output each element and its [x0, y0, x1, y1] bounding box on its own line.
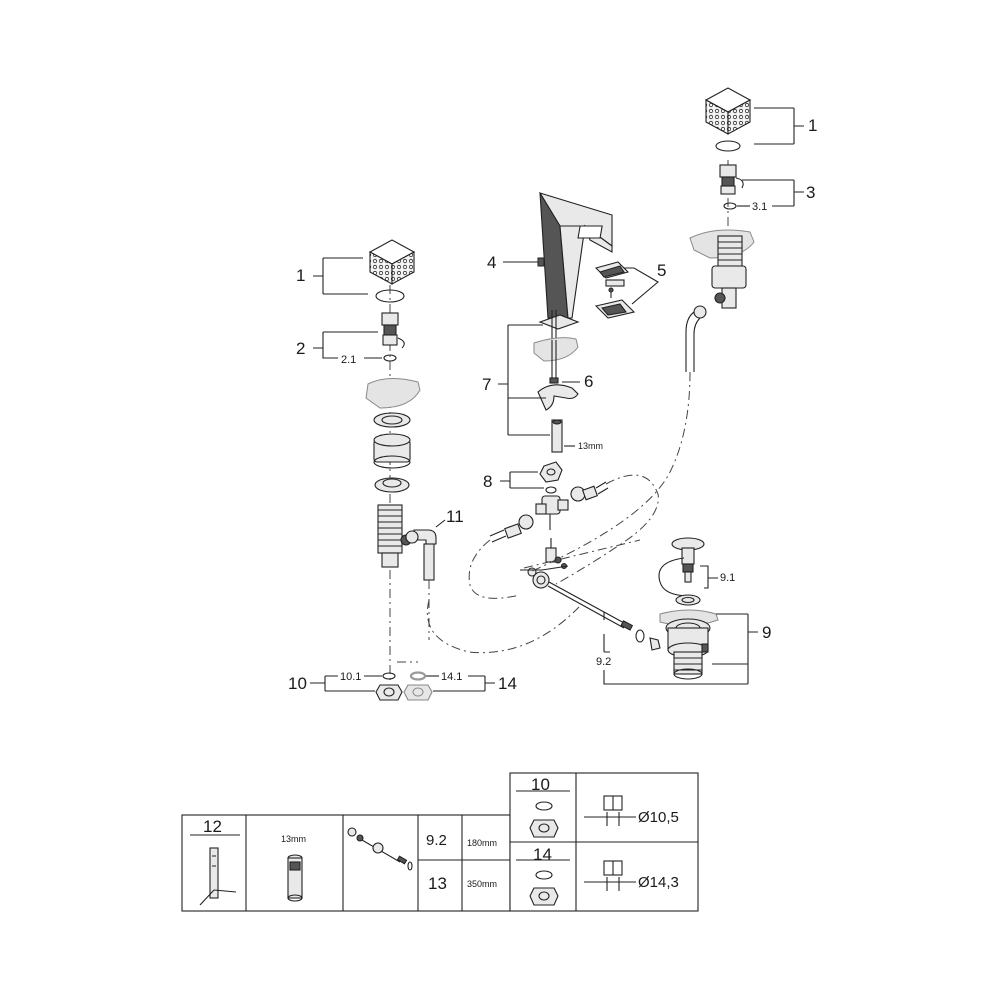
callout-9-2: 9.2	[596, 656, 611, 668]
callout-1-left: 1	[296, 266, 305, 285]
left-cartridge-icon	[381, 312, 405, 349]
tool-12-id: 12	[203, 817, 222, 836]
elbow-fitting-icon	[405, 529, 437, 581]
lift-rod-kit-icon	[347, 827, 413, 871]
callout-14: 14	[498, 674, 517, 693]
right-threaded-body-icon	[711, 235, 747, 309]
left-valve-assembly	[365, 239, 580, 680]
callout-10: 10	[288, 674, 307, 693]
connector-10-nut-icon	[529, 801, 559, 838]
rod-13-length: 350mm	[467, 879, 497, 889]
hex-nut-icon	[539, 461, 563, 494]
pop-up-waste-icon	[658, 537, 719, 680]
right-valve-assembly	[529, 87, 755, 573]
connector-14-nut-icon	[529, 870, 559, 906]
rod-9-2-id: 9.2	[426, 832, 447, 849]
left-o-ring-icon	[375, 289, 405, 303]
socket-size: 13mm	[281, 834, 306, 844]
callout-10-1: 10.1	[340, 671, 361, 683]
connector-14-diameter: Ø14,3	[638, 874, 679, 891]
callout-5: 5	[657, 261, 666, 280]
mixing-valve-icon	[489, 481, 609, 543]
left-cross-handle-icon	[368, 239, 416, 285]
lift-rod-assembly	[527, 538, 661, 651]
rod-13-id: 13	[428, 874, 447, 893]
callout-7: 7	[482, 375, 491, 394]
connector-10-diameter: Ø10,5	[638, 809, 679, 826]
callout-4: 4	[487, 253, 496, 272]
callout-2: 2	[296, 339, 305, 358]
left-sleeve-icon	[373, 433, 411, 469]
connector-nuts	[375, 661, 433, 701]
hose-icon	[685, 305, 707, 372]
callout-1-right: 1	[808, 116, 817, 135]
connector-14-id: 14	[533, 845, 552, 864]
right-cross-handle-icon	[704, 87, 752, 135]
diameter-10-icon	[584, 795, 636, 826]
callout-3-1: 3.1	[752, 201, 767, 213]
faucet-spout-icon	[537, 192, 613, 319]
rod-9-2-length: 180mm	[467, 838, 497, 848]
callout-3: 3	[806, 183, 815, 202]
callout-8: 8	[483, 472, 492, 491]
socket-wrench-icon	[287, 854, 303, 902]
right-cartridge-icon	[719, 164, 744, 195]
callout-6: 6	[584, 372, 593, 391]
callout-14-1: 14.1	[441, 671, 462, 683]
callout-9: 9	[762, 623, 771, 642]
mounting-assembly	[533, 310, 580, 453]
diameter-14-icon	[584, 860, 636, 891]
connector-10-id: 10	[531, 775, 550, 794]
callout-11: 11	[446, 507, 464, 526]
sensor-module-icon	[594, 261, 636, 319]
callout-2-1: 2.1	[341, 354, 356, 366]
hex-key-icon	[199, 847, 237, 906]
callout-9-1: 9.1	[720, 572, 735, 584]
callout-7-size: 13mm	[578, 441, 603, 451]
